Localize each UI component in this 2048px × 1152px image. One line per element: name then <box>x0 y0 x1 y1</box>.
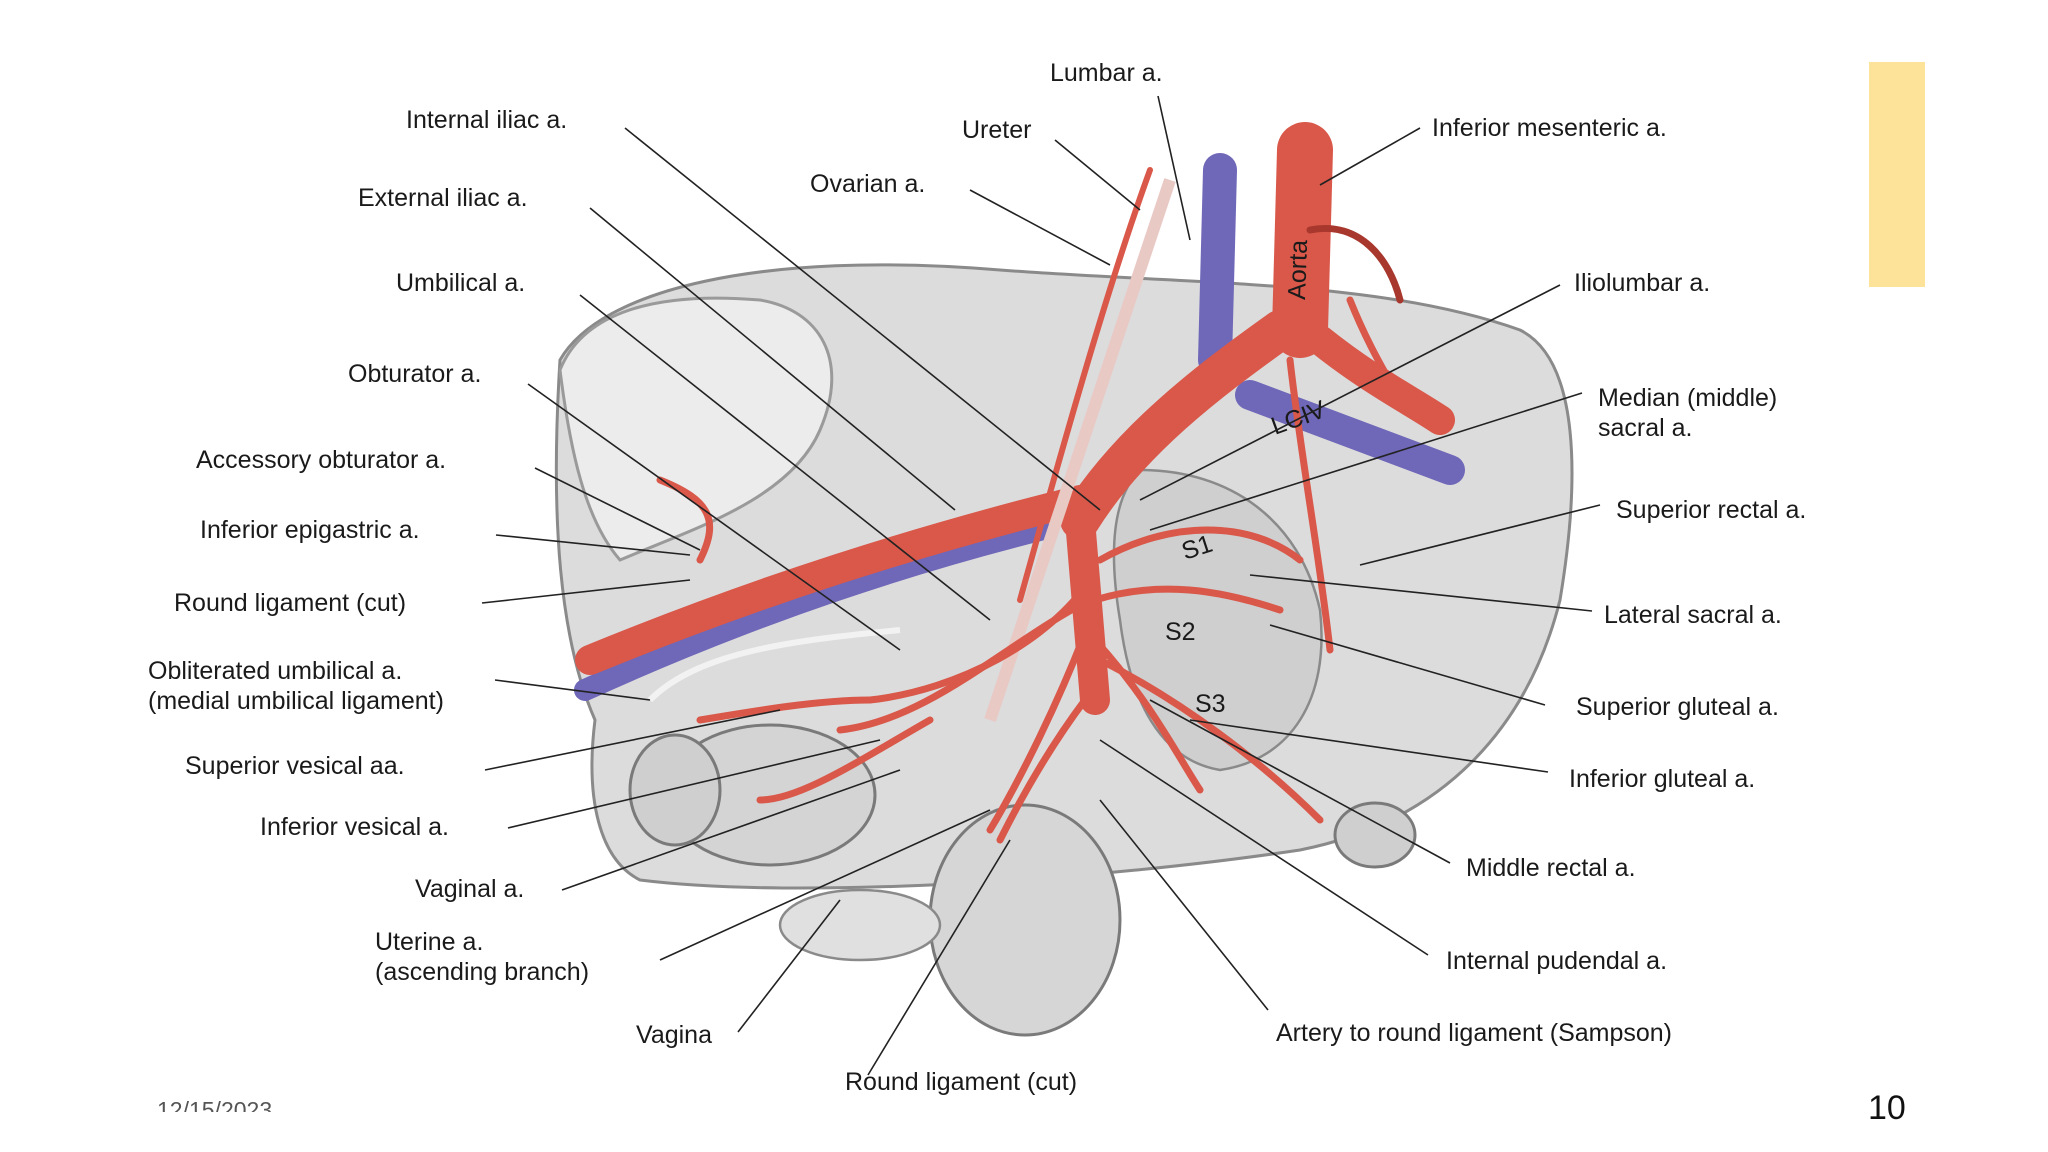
left-common-iliac <box>1305 325 1455 435</box>
vagina-tube <box>778 888 942 962</box>
label-median-sacral-2: sacral a. <box>1598 414 1692 442</box>
inferior-mesenteric-vessel <box>1306 225 1404 304</box>
label-internal-pudendal: Internal pudendal a. <box>1446 947 1667 975</box>
labels-top: Lumbar a. Ureter Ovarian a. <box>810 59 1163 198</box>
label-round-ligament-bottom: Round ligament (cut) <box>845 1068 1077 1096</box>
label-lumbar: Lumbar a. <box>1050 59 1163 87</box>
s2-label: S2 <box>1165 618 1196 646</box>
pelvis-illustration: Aorta LCIV S1 S2 S3 <box>554 122 1574 1037</box>
ureter-vessel <box>984 178 1176 722</box>
labels-bottom: Round ligament (cut) <box>845 1068 1077 1096</box>
label-vaginal: Vaginal a. <box>415 875 524 903</box>
label-superior-vesical: Superior vesical aa. <box>185 752 405 780</box>
slide-date: 12/15/2023 <box>157 1097 273 1112</box>
label-artery-round-ligament: Artery to round ligament (Sampson) <box>1276 1019 1672 1047</box>
right-common-iliac <box>1060 310 1300 540</box>
labels-left: Internal iliac a. External iliac a. Umbi… <box>148 106 712 1049</box>
aorta-label: Aorta <box>1283 239 1313 300</box>
bowel-loop-left <box>628 733 722 847</box>
pelvic-branches <box>656 296 1404 844</box>
label-uterine-2: (ascending branch) <box>375 958 589 986</box>
aorta <box>1272 122 1333 358</box>
ovarian-vessel <box>1017 167 1153 603</box>
label-round-ligament-left: Round ligament (cut) <box>174 589 406 617</box>
accent-bar <box>1869 62 1925 287</box>
label-middle-rectal: Middle rectal a. <box>1466 854 1636 882</box>
label-obliterated-umbilical-1: Obliterated umbilical a. <box>148 657 402 685</box>
leader-lines <box>481 95 1601 1076</box>
label-internal-iliac: Internal iliac a. <box>406 106 567 134</box>
label-accessory-obturator: Accessory obturator a. <box>196 446 446 474</box>
rectum <box>1333 801 1417 869</box>
slide-page-number: 10 <box>1868 1089 1906 1127</box>
label-lateral-sacral: Lateral sacral a. <box>1604 601 1782 629</box>
label-vagina: Vagina <box>636 1021 712 1049</box>
external-iliac-vein <box>574 519 1051 701</box>
s3-label: S3 <box>1195 690 1226 718</box>
label-obturator: Obturator a. <box>348 360 481 388</box>
label-inferior-mesenteric: Inferior mesenteric a. <box>1432 114 1667 142</box>
ivc <box>1198 153 1237 377</box>
label-superior-rectal: Superior rectal a. <box>1616 496 1806 524</box>
external-iliac <box>575 485 1095 675</box>
left-common-iliac-vein <box>1235 380 1465 485</box>
label-inferior-epigastric: Inferior epigastric a. <box>200 516 420 544</box>
label-uterine-1: Uterine a. <box>375 928 483 956</box>
label-ureter: Ureter <box>962 116 1031 144</box>
label-ovarian: Ovarian a. <box>810 170 925 198</box>
label-median-sacral-1: Median (middle) <box>1598 384 1777 412</box>
label-obliterated-umbilical-2: (medial umbilical ligament) <box>148 687 444 715</box>
label-external-iliac: External iliac a. <box>358 184 528 212</box>
label-iliolumbar: Iliolumbar a. <box>1574 269 1710 297</box>
obliterated-umbilical-vessel <box>647 627 901 703</box>
internal-iliac <box>1065 505 1110 715</box>
label-superior-gluteal: Superior gluteal a. <box>1576 693 1779 721</box>
label-inferior-vesical: Inferior vesical a. <box>260 813 449 841</box>
label-umbilical: Umbilical a. <box>396 269 525 297</box>
labels-right: Inferior mesenteric a. Iliolumbar a. Med… <box>1276 114 1806 1047</box>
iliac-wing <box>558 296 834 562</box>
label-inferior-gluteal: Inferior gluteal a. <box>1569 765 1755 793</box>
uterus <box>928 803 1122 1037</box>
